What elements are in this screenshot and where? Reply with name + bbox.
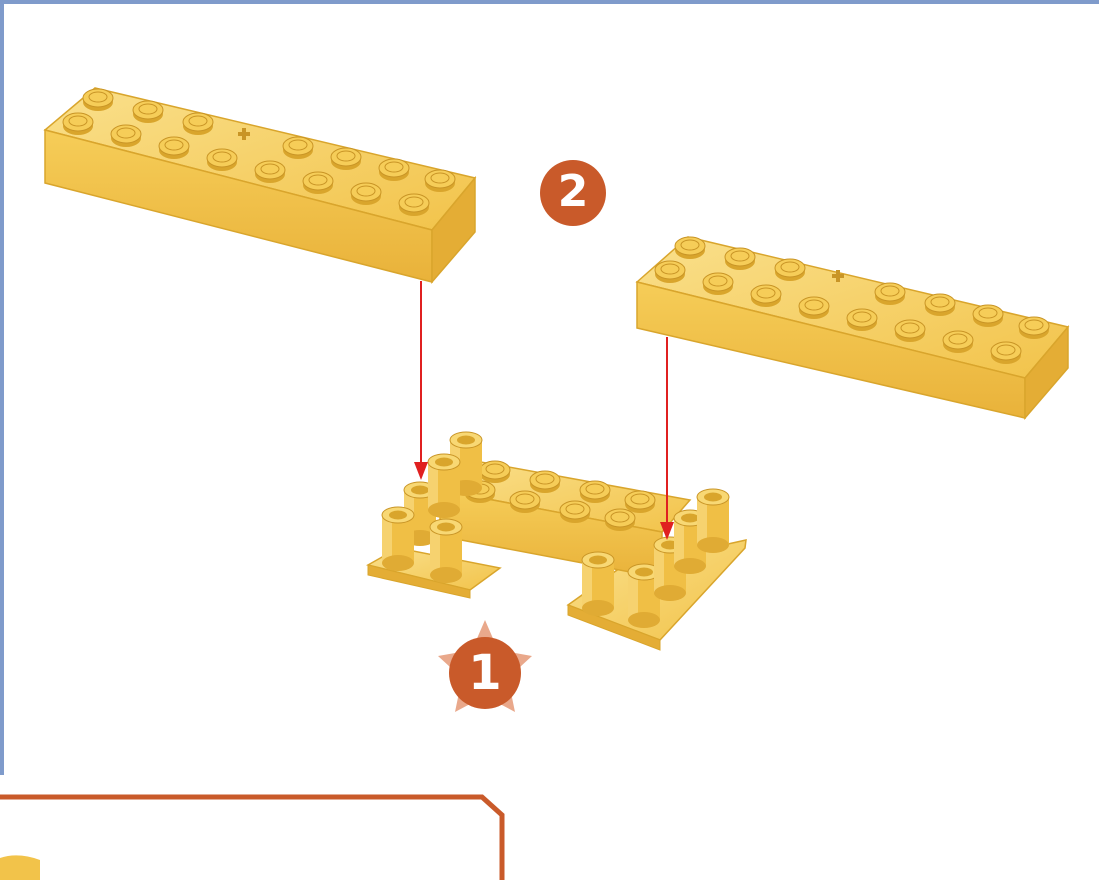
long-brick-left bbox=[43, 87, 477, 285]
arrow-right bbox=[660, 337, 674, 540]
arrow-left bbox=[414, 281, 428, 480]
long-brick-right bbox=[635, 236, 1070, 421]
callout-brick-partial bbox=[0, 855, 40, 880]
base-with-pegs bbox=[365, 431, 747, 651]
step-1-badge bbox=[449, 637, 521, 709]
callout-box-border bbox=[0, 794, 505, 880]
step-2-badge bbox=[540, 160, 606, 226]
